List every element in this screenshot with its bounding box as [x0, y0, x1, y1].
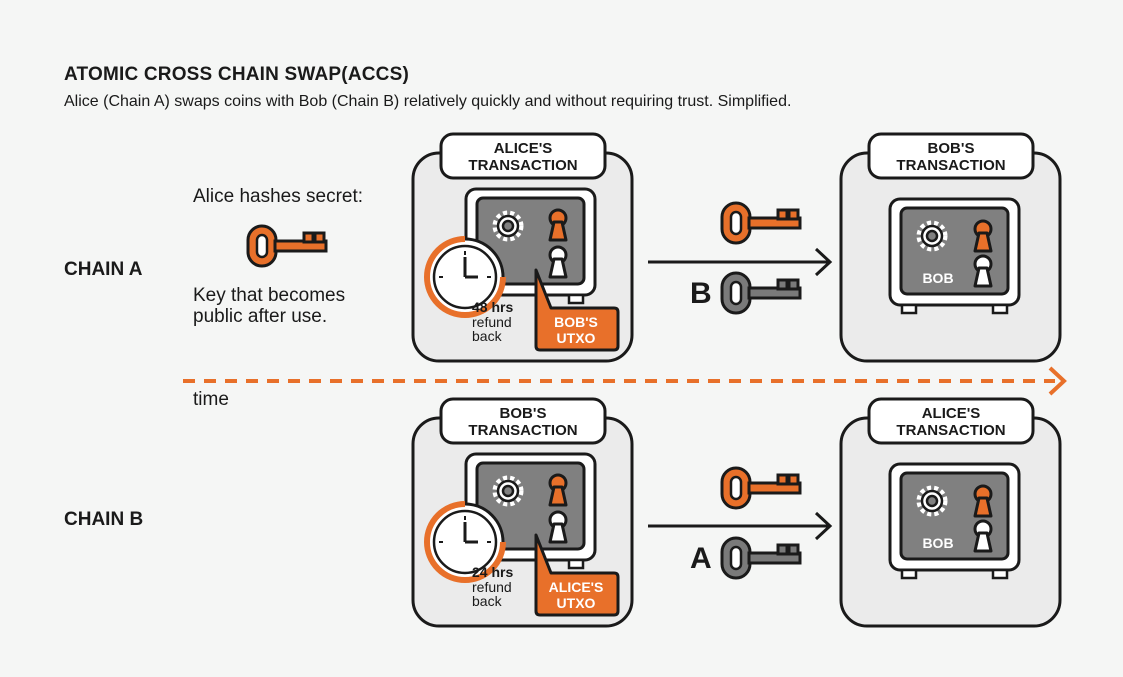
- safe-dial-icon: [495, 478, 521, 504]
- safe-dial-icon: [919, 488, 945, 514]
- chain-b-left-header-2: TRANSACTION: [468, 422, 577, 439]
- page-subtitle: Alice (Chain A) swaps coins with Bob (Ch…: [64, 93, 792, 110]
- secret-key-icon: [246, 224, 328, 268]
- orange-keyhole-icon: [548, 208, 568, 242]
- key-note-line2: public after use.: [193, 306, 328, 327]
- chain-a-right-transaction: BOB'S TRANSACTION BOB: [839, 132, 1062, 363]
- chain-b-label: CHAIN B: [64, 509, 144, 530]
- chain-a-utxo-1: BOB'S: [554, 314, 598, 330]
- time-label: time: [193, 389, 229, 410]
- chain-b-key-letter: A: [690, 542, 712, 575]
- chain-a-left-header-2: TRANSACTION: [468, 157, 577, 174]
- safe-dial-icon: [495, 213, 521, 239]
- chain-b-right-header-1: ALICE'S: [922, 405, 981, 422]
- hash-secret-note: Alice hashes secret:: [193, 186, 364, 207]
- white-keyhole-icon: [548, 245, 568, 279]
- white-keyhole-icon: [973, 519, 993, 553]
- chain-a-refund-1: refund: [472, 314, 512, 330]
- chain-a-left-header-1: ALICE'S: [494, 140, 553, 157]
- chain-b-gray-key-icon: [720, 536, 802, 580]
- clock-icon: [424, 236, 506, 318]
- chain-a-right-header-2: TRANSACTION: [896, 157, 1005, 174]
- chain-a-refund-2: back: [472, 328, 503, 344]
- orange-keyhole-icon: [548, 473, 568, 507]
- chain-b-utxo-2: UTXO: [557, 595, 596, 611]
- chain-b-right-header-2: TRANSACTION: [896, 422, 1005, 439]
- chain-b-left-transaction: BOB'S TRANSACTION 24 hrs refund back ALI…: [411, 397, 634, 628]
- chain-b-utxo-1: ALICE'S: [549, 579, 604, 595]
- white-keyhole-icon: [973, 254, 993, 288]
- chain-b-left-header-1: BOB'S: [500, 405, 547, 422]
- chain-a-utxo-2: UTXO: [557, 330, 596, 346]
- chain-b-refund-1: refund: [472, 579, 512, 595]
- safe-dial-icon: [919, 223, 945, 249]
- chain-a-orange-key-icon: [720, 201, 802, 245]
- chain-b-safe-label: BOB: [922, 535, 953, 551]
- orange-keyhole-icon: [973, 219, 993, 253]
- page-title: ATOMIC CROSS CHAIN SWAP(ACCS): [64, 64, 409, 85]
- chain-a-refund-time: 48 hrs: [472, 299, 513, 315]
- utxo-tag: [534, 533, 620, 617]
- chain-a-gray-key-icon: [720, 271, 802, 315]
- clock-icon: [424, 501, 506, 583]
- chain-a-label: CHAIN A: [64, 259, 143, 280]
- chain-a-key-letter: B: [690, 277, 712, 310]
- utxo-tag: [534, 268, 620, 352]
- chain-b-refund-time: 24 hrs: [472, 564, 513, 580]
- key-note-line1: Key that becomes: [193, 285, 346, 306]
- chain-a-safe-label: BOB: [922, 270, 953, 286]
- white-keyhole-icon: [548, 510, 568, 544]
- chain-a-left-transaction: ALICE'S TRANSACTION 48 hrs refund back B…: [411, 132, 634, 363]
- orange-keyhole-icon: [973, 484, 993, 518]
- chain-a-right-header-1: BOB'S: [928, 140, 975, 157]
- chain-b-orange-key-icon: [720, 466, 802, 510]
- chain-b-refund-2: back: [472, 593, 503, 609]
- chain-b-right-transaction: ALICE'S TRANSACTION BOB: [839, 397, 1062, 628]
